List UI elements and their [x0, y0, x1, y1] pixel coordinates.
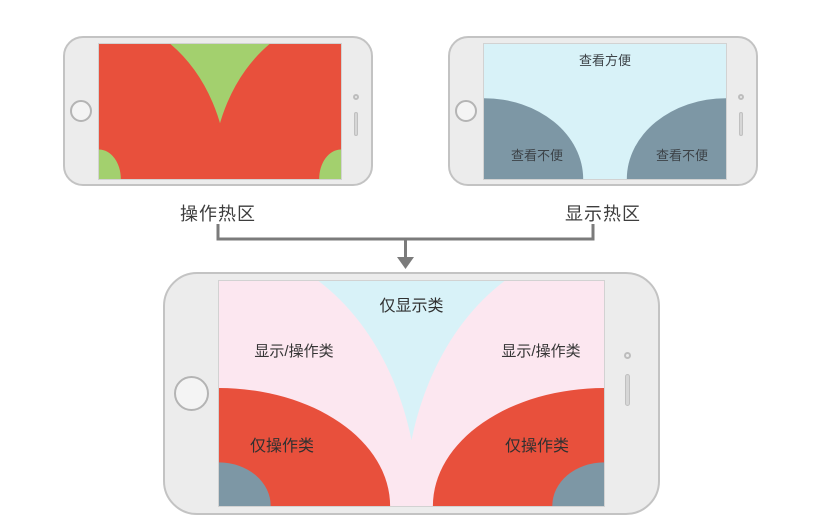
phone-combined: 仅显示类 显示/操作类 显示/操作类 仅操作类 仅操作类 — [163, 272, 660, 515]
operation-caption: 操作热区 — [180, 204, 256, 224]
speaker-icon — [354, 112, 358, 136]
operation-only-left-shape — [219, 388, 391, 506]
camera-icon — [353, 94, 359, 100]
display-operation-left-label: 显示/操作类 — [254, 343, 334, 360]
operation-screen — [98, 43, 342, 180]
arrow-head-icon — [397, 257, 414, 269]
operation-only-right-shape — [432, 388, 604, 506]
home-button-icon — [455, 100, 477, 122]
thumb-zone-right-shape — [212, 44, 341, 179]
display-zone-graphic — [484, 44, 726, 179]
thumb-zone-left-shape — [99, 44, 228, 179]
speaker-icon — [739, 112, 743, 136]
display-only-label: 仅显示类 — [379, 298, 444, 315]
hard-view-right-shape — [626, 98, 726, 179]
hard-view-left-shape — [484, 98, 584, 179]
combined-screen: 仅显示类 显示/操作类 显示/操作类 仅操作类 仅操作类 — [218, 280, 605, 507]
bracket-line — [216, 224, 595, 241]
home-button-icon — [174, 376, 209, 411]
home-button-icon — [70, 100, 92, 122]
phone-display: 查看方便 查看不便 查看不便 — [448, 36, 758, 186]
operation-only-left-label: 仅操作类 — [249, 438, 314, 455]
combined-zone-graphic — [219, 281, 604, 506]
easy-view-label: 查看方便 — [578, 53, 631, 68]
hard-view-left-label: 查看不便 — [510, 148, 563, 163]
operation-only-right-label: 仅操作类 — [504, 438, 569, 455]
dead-corner-right-shape — [552, 462, 604, 506]
phone-operation — [63, 36, 373, 186]
display-caption: 显示热区 — [565, 204, 641, 224]
display-screen: 查看方便 查看不便 查看不便 — [483, 43, 727, 180]
camera-icon — [624, 352, 631, 359]
display-operation-right-label: 显示/操作类 — [501, 343, 581, 360]
operation-zone-graphic — [99, 44, 341, 179]
hard-view-right-label: 查看不便 — [655, 148, 708, 163]
speaker-icon — [625, 374, 630, 406]
camera-icon — [738, 94, 744, 100]
dead-corner-left-shape — [219, 462, 271, 506]
